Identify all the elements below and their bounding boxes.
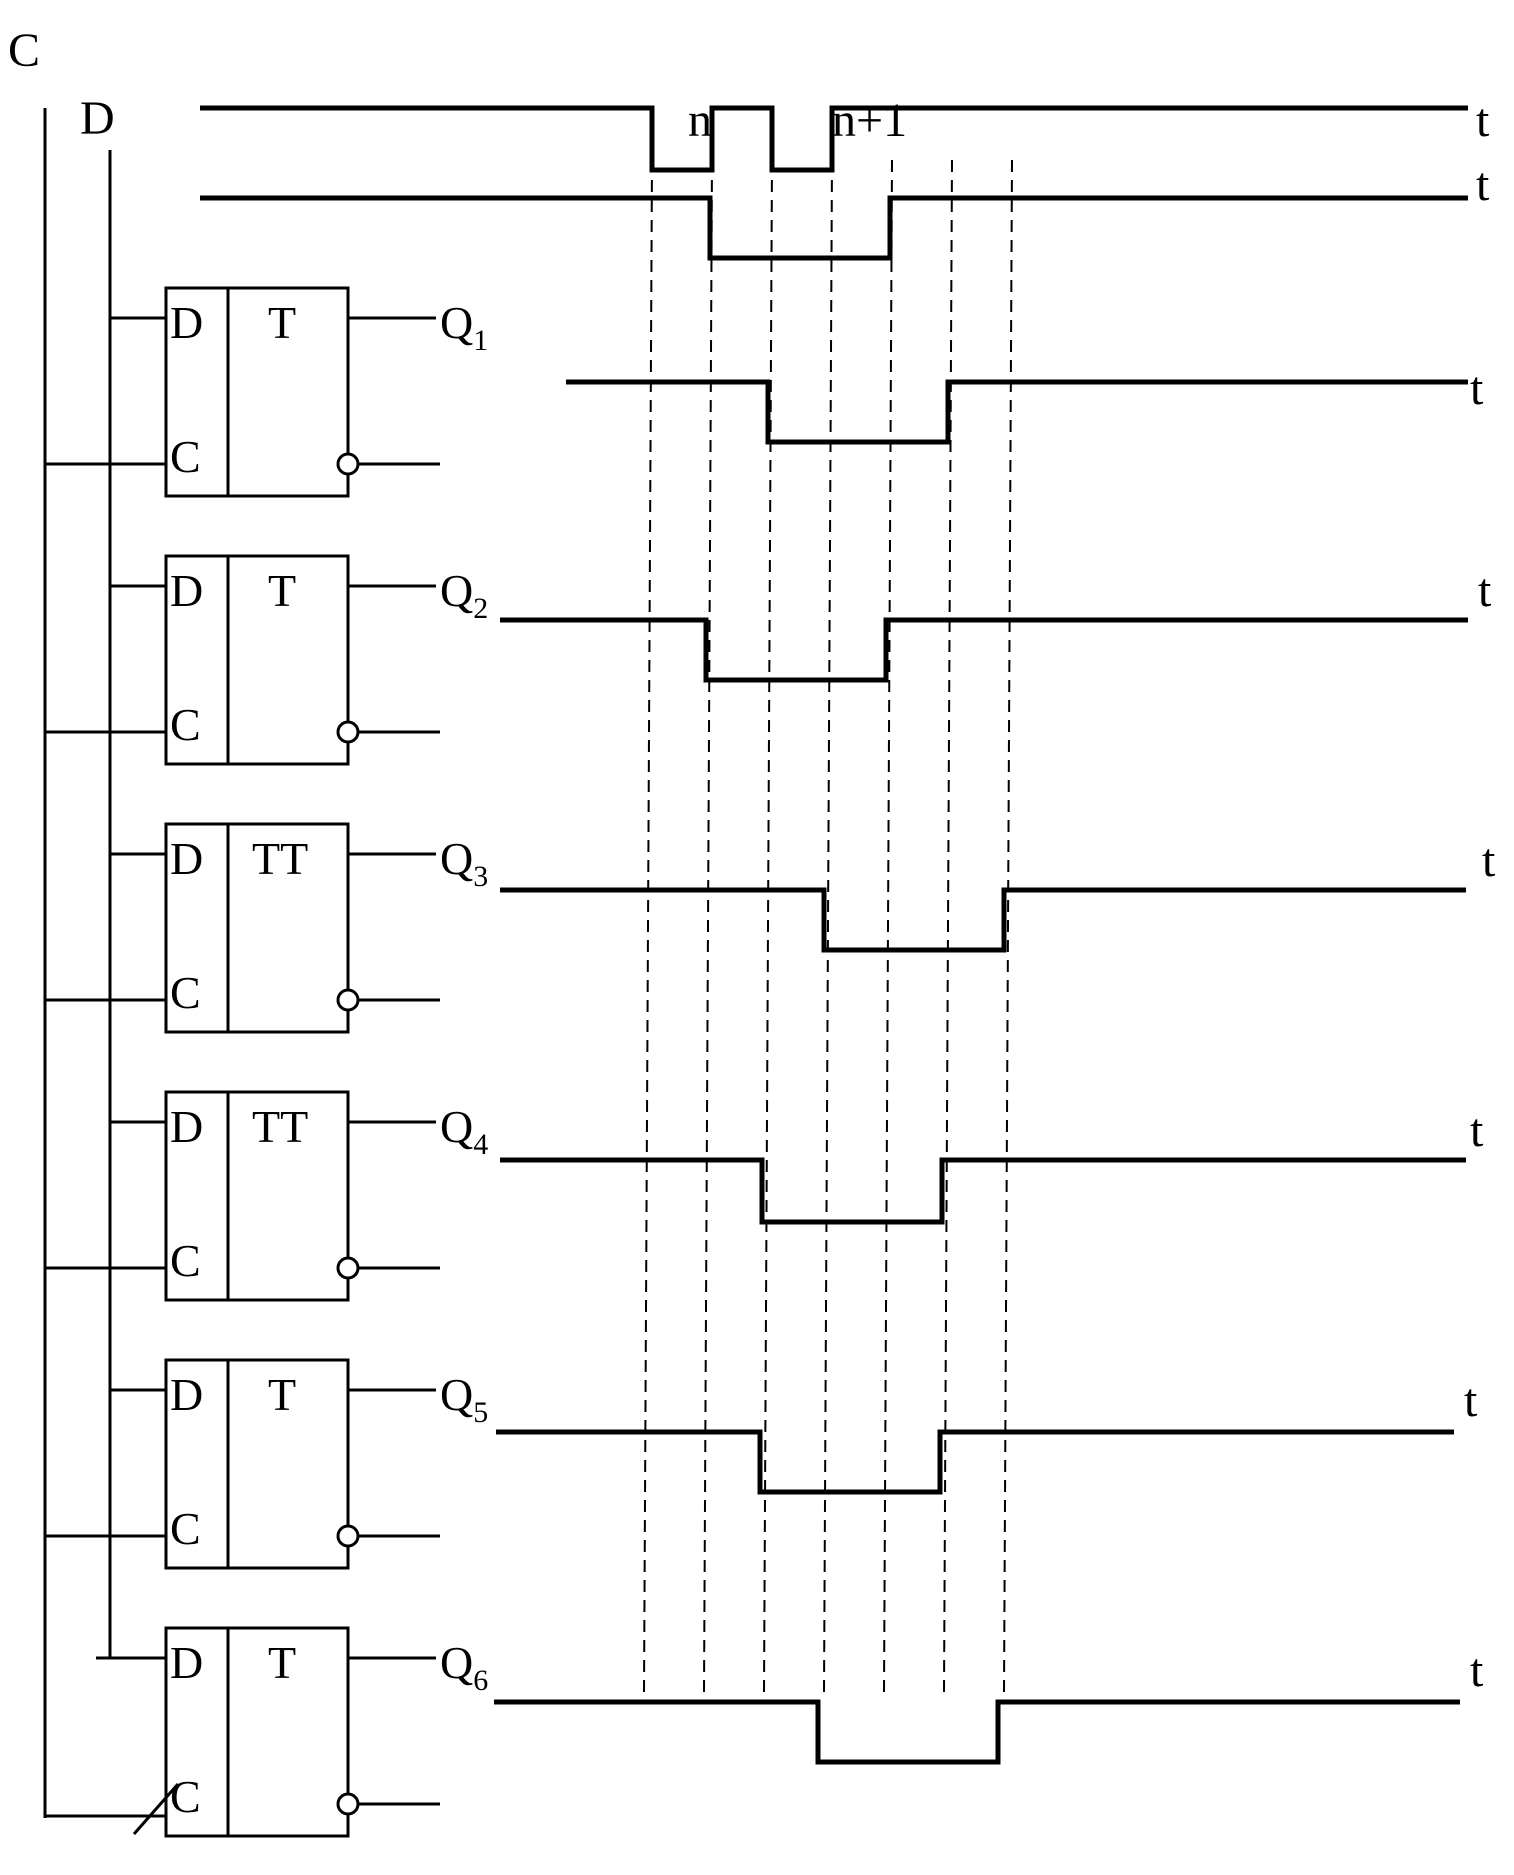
q-output-label: Q5 bbox=[440, 1369, 488, 1429]
waveform-trace bbox=[200, 195, 1468, 261]
guide-line-7 bbox=[1003, 159, 1013, 1693]
flip-flop-type-label: T bbox=[268, 1369, 296, 1420]
inverted-output-bubble bbox=[336, 1792, 360, 1816]
c-pin-label: C bbox=[170, 1771, 201, 1822]
time-axis-label: t bbox=[1478, 564, 1492, 617]
guide-line-6 bbox=[943, 159, 953, 1693]
data-bus-label: D bbox=[80, 92, 115, 145]
waveform-c: t bbox=[200, 94, 1490, 173]
flip-flop-2: D C T Q2 bbox=[45, 554, 488, 766]
inverted-output-bubble bbox=[336, 988, 360, 1012]
waveform-q1: t bbox=[566, 362, 1484, 445]
d-pin-label: D bbox=[170, 565, 203, 616]
d-pin-label: D bbox=[170, 833, 203, 884]
flip-flop-body bbox=[164, 822, 350, 1034]
d-pin-label: D bbox=[170, 1637, 203, 1688]
flip-flop-type-label: T bbox=[268, 1637, 296, 1688]
flip-flop-body bbox=[164, 1626, 350, 1838]
guide-line-2 bbox=[703, 159, 713, 1693]
inverted-output-bubble bbox=[336, 452, 360, 476]
clock-edge-mark bbox=[132, 1783, 180, 1835]
guide-line-3 bbox=[763, 159, 773, 1693]
flip-flop-body bbox=[164, 286, 350, 498]
time-axis-label: t bbox=[1470, 362, 1484, 415]
waveform-trace bbox=[500, 617, 1468, 683]
time-axis-label: t bbox=[1464, 1374, 1478, 1427]
q-output-label: Q6 bbox=[440, 1637, 488, 1697]
d-pin-label: D bbox=[170, 1101, 203, 1152]
q-output-label: Q2 bbox=[440, 565, 488, 625]
flip-flop-body bbox=[164, 1090, 350, 1302]
flip-flop-type-label: TT bbox=[252, 1101, 308, 1152]
waveform-trace bbox=[566, 379, 1468, 445]
c-pin-label: C bbox=[170, 1503, 201, 1554]
guide-line-4 bbox=[823, 159, 833, 1693]
waveform-d: t bbox=[200, 158, 1490, 261]
flip-flop-body bbox=[164, 1358, 350, 1570]
d-pin-label: D bbox=[170, 297, 203, 348]
inverted-output-bubble bbox=[336, 720, 360, 744]
c-pin-label: C bbox=[170, 431, 201, 482]
flip-flop-6: D C T Q6 bbox=[45, 1626, 488, 1838]
waveform-q3: t bbox=[500, 834, 1496, 953]
c-pin-label: C bbox=[170, 1235, 201, 1286]
flip-flop-3: D C TT Q3 bbox=[45, 822, 488, 1034]
c-pin-label: C bbox=[170, 967, 201, 1018]
q-output-label: Q4 bbox=[440, 1101, 488, 1161]
waveform-trace bbox=[500, 887, 1466, 953]
flip-flop-1: D C T Q1 bbox=[45, 286, 488, 498]
waveform-q2: t bbox=[500, 564, 1492, 683]
clock-bus-label: C bbox=[8, 24, 40, 77]
inverted-output-bubble bbox=[336, 1524, 360, 1548]
waveform-trace bbox=[500, 1157, 1466, 1225]
guide-line-1 bbox=[643, 159, 653, 1693]
waveform-q5: t bbox=[496, 1374, 1478, 1495]
flip-flop-4: D C TT Q4 bbox=[45, 1090, 488, 1302]
time-axis-label: t bbox=[1470, 1644, 1484, 1697]
flip-flop-type-label: T bbox=[268, 297, 296, 348]
flip-flop-5: D C T Q5 bbox=[45, 1358, 488, 1570]
timing-guide-lines bbox=[643, 159, 1013, 1693]
c-pin-label: C bbox=[170, 699, 201, 750]
waveform-q4: t bbox=[500, 1104, 1484, 1225]
time-axis-label: t bbox=[1470, 1104, 1484, 1157]
waveform-trace bbox=[494, 1699, 1460, 1765]
waveform-trace bbox=[200, 105, 1468, 173]
period-label-n-plus-1: n+1 bbox=[832, 94, 907, 147]
q-output-label: Q1 bbox=[440, 297, 488, 357]
flip-flop-type-label: TT bbox=[252, 833, 308, 884]
guide-line-5 bbox=[883, 159, 893, 1693]
d-pin-label: D bbox=[170, 1369, 203, 1420]
time-axis-label: t bbox=[1482, 834, 1496, 887]
waveform-trace bbox=[496, 1429, 1454, 1495]
period-label-n: n bbox=[688, 94, 712, 147]
flip-flop-type-label: T bbox=[268, 565, 296, 616]
waveform-q6: t bbox=[494, 1644, 1484, 1765]
q-output-label: Q3 bbox=[440, 833, 488, 893]
time-axis-label: t bbox=[1476, 158, 1490, 211]
inverted-output-bubble bbox=[336, 1256, 360, 1280]
time-axis-label: t bbox=[1476, 94, 1490, 147]
flip-flop-body bbox=[164, 554, 350, 766]
